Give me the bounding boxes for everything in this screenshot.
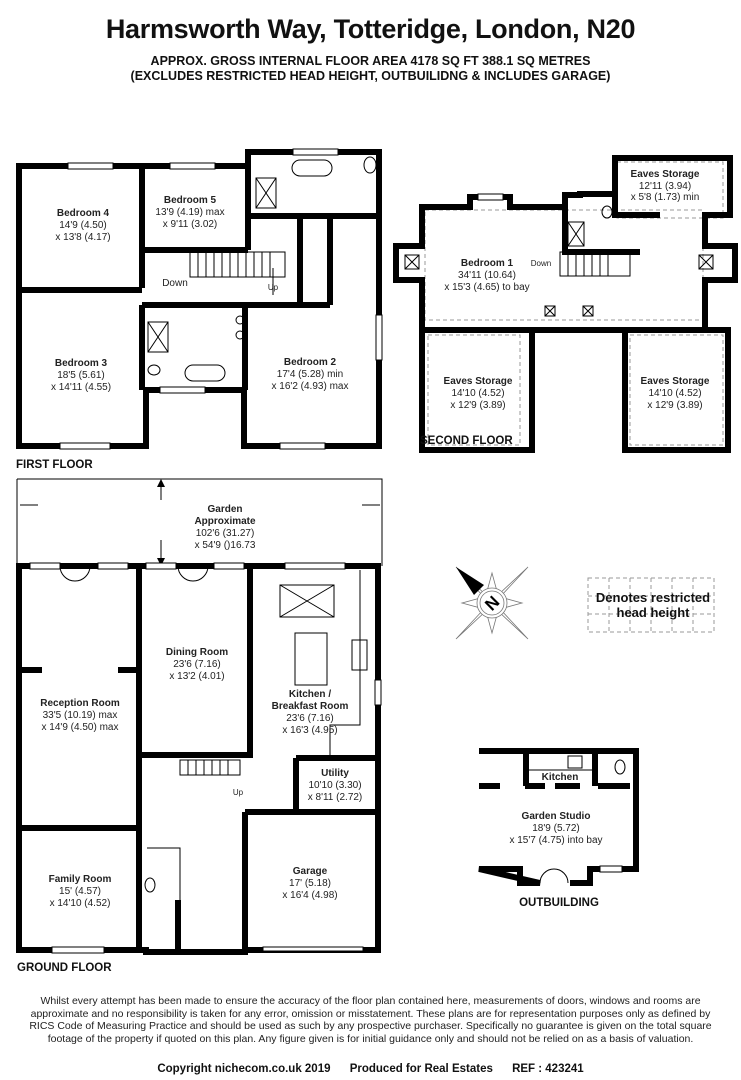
exclusions-line: (EXCLUDES RESTRICTED HEAD HEIGHT, OUTBUI… bbox=[130, 69, 611, 83]
svg-text:Eaves Storage: Eaves Storage bbox=[444, 376, 513, 387]
svg-text:34'11 (10.64): 34'11 (10.64) bbox=[458, 270, 516, 281]
svg-text:x 12'9 (3.89): x 12'9 (3.89) bbox=[647, 400, 702, 411]
svg-text:13'9 (4.19) max: 13'9 (4.19) max bbox=[155, 207, 224, 218]
svg-text:Bedroom 3: Bedroom 3 bbox=[55, 358, 108, 369]
legend-text: Denotes restricted head height bbox=[595, 590, 711, 620]
room-bedroom-4: Bedroom 4 14'9 (4.50) x 13'8 (4.17) bbox=[55, 208, 110, 243]
ground-floor-label: GROUND FLOOR bbox=[17, 962, 112, 974]
svg-text:18'9 (5.72): 18'9 (5.72) bbox=[532, 823, 580, 834]
svg-text:Garage: Garage bbox=[293, 866, 328, 877]
svg-text:Garden Studio: Garden Studio bbox=[522, 811, 591, 822]
svg-text:Approximate: Approximate bbox=[194, 516, 256, 527]
svg-text:Garden: Garden bbox=[207, 504, 242, 515]
svg-text:x 14'11 (4.55): x 14'11 (4.55) bbox=[51, 382, 111, 393]
outbuilding-kitchen-label: Kitchen bbox=[542, 772, 579, 783]
svg-text:Bedroom 2: Bedroom 2 bbox=[284, 357, 337, 368]
room-utility: Utility 10'10 (3.30) x 8'11 (2.72) bbox=[308, 768, 363, 803]
svg-text:x 16'3 (4.95): x 16'3 (4.95) bbox=[282, 725, 337, 736]
disclaimer: Whilst every attempt has been made to en… bbox=[29, 995, 712, 1045]
footer-credits: Copyright nichecom.co.uk 2019 Produced f… bbox=[0, 1063, 741, 1076]
svg-text:x 9'11 (3.02): x 9'11 (3.02) bbox=[163, 219, 218, 230]
second-floor-plan: Down Bedroom 1 34'11 (10.64) x 15'3 (4.6… bbox=[393, 155, 738, 453]
outbuilding-plan: Kitchen Garden Studio 18'9 (5.72) x 15'7… bbox=[478, 748, 639, 909]
room-eaves-storage-right: Eaves Storage 14'10 (4.52) x 12'9 (3.89) bbox=[641, 376, 710, 411]
svg-text:17' (5.18): 17' (5.18) bbox=[289, 878, 331, 889]
room-garden-studio: Garden Studio 18'9 (5.72) x 15'7 (4.75) … bbox=[509, 811, 602, 846]
room-bedroom-5: Bedroom 5 13'9 (4.19) max x 9'11 (3.02) bbox=[155, 195, 224, 230]
room-dining-room: Dining Room 23'6 (7.16) x 13'2 (4.01) bbox=[166, 647, 228, 682]
second-floor-label: SECOND FLOOR bbox=[420, 435, 513, 447]
svg-text:Eaves Storage: Eaves Storage bbox=[641, 376, 710, 387]
svg-text:Dining Room: Dining Room bbox=[166, 647, 228, 658]
garden-label: Garden Approximate 102'6 (31.27) x 54'9 … bbox=[194, 504, 256, 551]
svg-text:Kitchen /: Kitchen / bbox=[289, 689, 331, 700]
svg-text:x 5'8 (1.73) min: x 5'8 (1.73) min bbox=[631, 192, 700, 203]
room-bedroom-1: Bedroom 1 34'11 (10.64) x 15'3 (4.65) to… bbox=[444, 258, 529, 293]
first-floor-label: FIRST FLOOR bbox=[16, 459, 93, 471]
reference: REF : 423241 bbox=[512, 1063, 584, 1075]
svg-text:23'6 (7.16): 23'6 (7.16) bbox=[173, 659, 221, 670]
stairs-down-label: Down bbox=[162, 278, 188, 289]
room-family-room: Family Room 15' (4.57) x 14'10 (4.52) bbox=[49, 874, 112, 909]
first-floor-plan: Down Up Bedroom 4 14'9 (4.50) x 13'8 (4.… bbox=[16, 148, 383, 471]
svg-text:x 16'4 (4.98): x 16'4 (4.98) bbox=[282, 890, 337, 901]
page-title: Harmsworth Way, Totteridge, London, N20 bbox=[105, 14, 636, 44]
floor-area-line: APPROX. GROSS INTERNAL FLOOR AREA 4178 S… bbox=[150, 54, 591, 68]
stairs-up-label: Up bbox=[268, 283, 279, 292]
outbuilding-label: OUTBUILDING bbox=[519, 897, 599, 909]
svg-text:Family Room: Family Room bbox=[49, 874, 112, 885]
copyright: Copyright nichecom.co.uk 2019 bbox=[157, 1063, 331, 1075]
svg-text:14'10 (4.52): 14'10 (4.52) bbox=[648, 388, 701, 399]
svg-text:x 14'9 (4.50) max: x 14'9 (4.50) max bbox=[42, 722, 119, 733]
room-kitchen-breakfast: Kitchen / Breakfast Room 23'6 (7.16) x 1… bbox=[272, 689, 349, 736]
svg-text:Reception Room: Reception Room bbox=[40, 698, 120, 709]
svg-text:x 16'2 (4.93) max: x 16'2 (4.93) max bbox=[272, 381, 349, 392]
svg-text:x 13'2 (4.01): x 13'2 (4.01) bbox=[169, 671, 224, 682]
room-eaves-storage-left: Eaves Storage 14'10 (4.52) x 12'9 (3.89) bbox=[444, 376, 513, 411]
svg-text:Utility: Utility bbox=[321, 768, 349, 779]
produced-for: Produced for Real Estates bbox=[349, 1063, 493, 1075]
stairs-up-label-ground: Up bbox=[233, 788, 244, 797]
room-eaves-storage-top: Eaves Storage 12'11 (3.94) x 5'8 (1.73) … bbox=[631, 169, 700, 203]
svg-text:33'5 (10.19) max: 33'5 (10.19) max bbox=[43, 710, 118, 721]
svg-text:17'4 (5.28) min: 17'4 (5.28) min bbox=[277, 369, 343, 380]
room-bedroom-2: Bedroom 2 17'4 (5.28) min x 16'2 (4.93) … bbox=[272, 357, 349, 392]
svg-text:x 13'8 (4.17): x 13'8 (4.17) bbox=[55, 232, 110, 243]
svg-text:x 14'10 (4.52): x 14'10 (4.52) bbox=[50, 898, 111, 909]
svg-text:14'9 (4.50): 14'9 (4.50) bbox=[59, 220, 107, 231]
north-compass-icon: N bbox=[455, 566, 529, 640]
room-bedroom-3: Bedroom 3 18'5 (5.61) x 14'11 (4.55) bbox=[51, 358, 111, 393]
svg-text:Breakfast Room: Breakfast Room bbox=[272, 701, 349, 712]
svg-text:x 15'7 (4.75) into bay: x 15'7 (4.75) into bay bbox=[509, 835, 602, 846]
svg-text:Bedroom 5: Bedroom 5 bbox=[164, 195, 217, 206]
svg-text:10'10 (3.30): 10'10 (3.30) bbox=[308, 780, 361, 791]
svg-text:12'11 (3.94): 12'11 (3.94) bbox=[639, 181, 691, 192]
svg-text:18'5 (5.61): 18'5 (5.61) bbox=[57, 370, 105, 381]
svg-text:23'6 (7.16): 23'6 (7.16) bbox=[286, 713, 334, 724]
svg-text:Bedroom 4: Bedroom 4 bbox=[57, 208, 110, 219]
restricted-height-legend-swatch bbox=[587, 577, 715, 633]
svg-text:x 54'9 ()16.73: x 54'9 ()16.73 bbox=[195, 540, 256, 551]
stairs-down-label-2: Down bbox=[531, 259, 551, 268]
svg-text:102'6 (31.27): 102'6 (31.27) bbox=[196, 528, 255, 539]
svg-text:15' (4.57): 15' (4.57) bbox=[59, 886, 101, 897]
svg-text:Bedroom 1: Bedroom 1 bbox=[461, 258, 514, 269]
svg-text:x 8'11 (2.72): x 8'11 (2.72) bbox=[308, 792, 363, 803]
room-garage: Garage 17' (5.18) x 16'4 (4.98) bbox=[282, 866, 337, 901]
room-reception-room: Reception Room 33'5 (10.19) max x 14'9 (… bbox=[40, 698, 120, 733]
ground-floor-plan: Garden Approximate 102'6 (31.27) x 54'9 … bbox=[16, 478, 383, 974]
svg-text:14'10 (4.52): 14'10 (4.52) bbox=[451, 388, 504, 399]
svg-text:Eaves Storage: Eaves Storage bbox=[631, 169, 700, 180]
svg-text:x 12'9 (3.89): x 12'9 (3.89) bbox=[450, 400, 505, 411]
svg-text:x 15'3 (4.65) to bay: x 15'3 (4.65) to bay bbox=[444, 282, 529, 293]
